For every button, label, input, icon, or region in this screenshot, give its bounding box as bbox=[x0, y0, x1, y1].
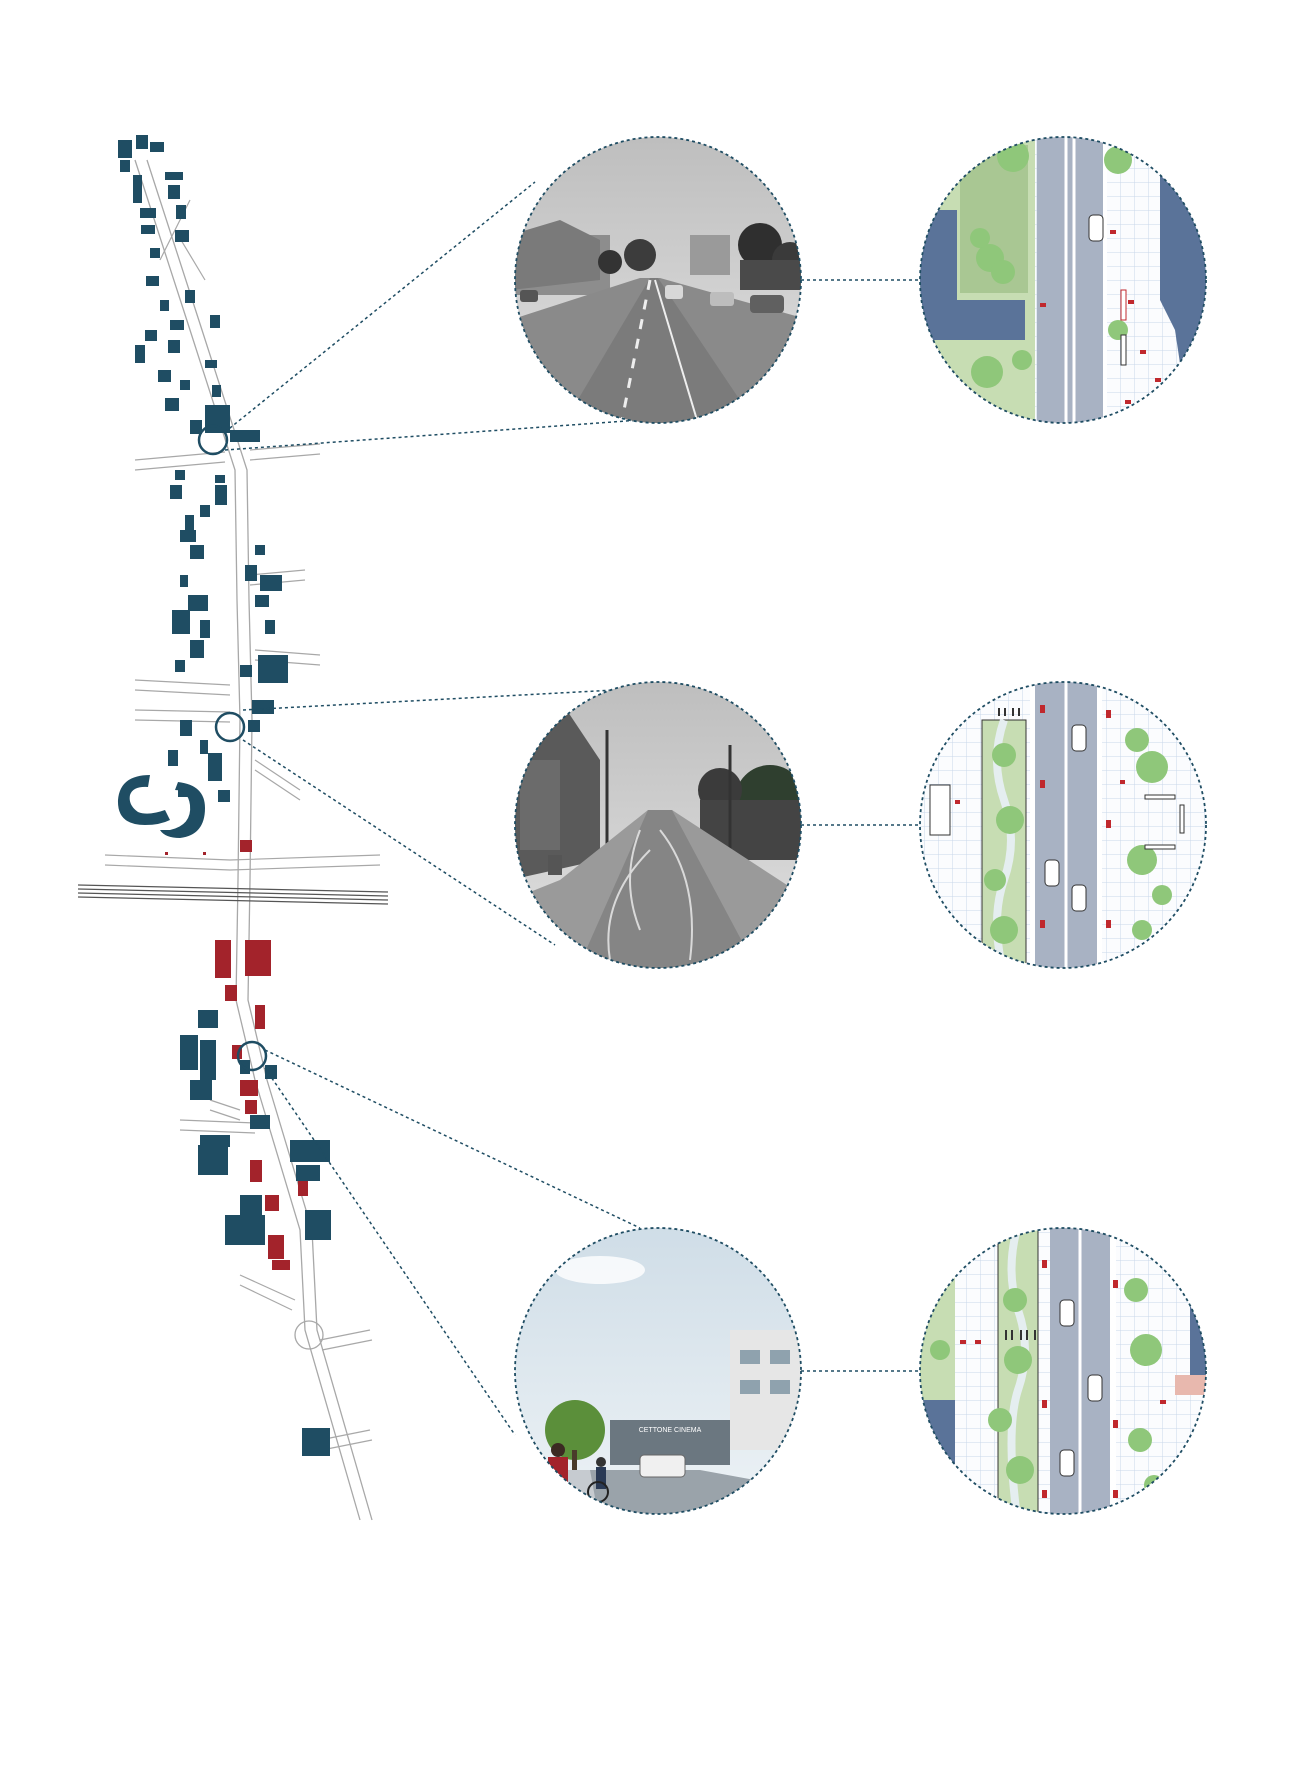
cross-streets bbox=[104, 199, 381, 1451]
roundabout bbox=[294, 1320, 324, 1350]
street-axis-site-plan bbox=[77, 135, 389, 1521]
marker-1[interactable] bbox=[197, 424, 229, 456]
existing-buildings-south bbox=[180, 1010, 331, 1456]
marker-3[interactable] bbox=[236, 1040, 268, 1072]
existing-buildings-middle bbox=[117, 470, 288, 838]
photo-existing-street-middle bbox=[514, 681, 802, 969]
plan-section-north bbox=[919, 136, 1207, 424]
render-proposed-street-south: CETTONE CINEMA bbox=[514, 1227, 802, 1515]
photo-existing-street-north bbox=[514, 136, 802, 424]
new-buildings bbox=[165, 840, 308, 1270]
main-street bbox=[134, 159, 373, 1521]
existing-buildings-north bbox=[118, 135, 260, 442]
plan-section-middle bbox=[919, 681, 1207, 969]
render-shop-sign: CETTONE CINEMA bbox=[639, 1427, 702, 1434]
connector-lines bbox=[224, 181, 920, 1436]
marker-2[interactable] bbox=[214, 711, 246, 743]
plan-section-south bbox=[919, 1227, 1207, 1515]
railway-corridor bbox=[77, 884, 389, 905]
